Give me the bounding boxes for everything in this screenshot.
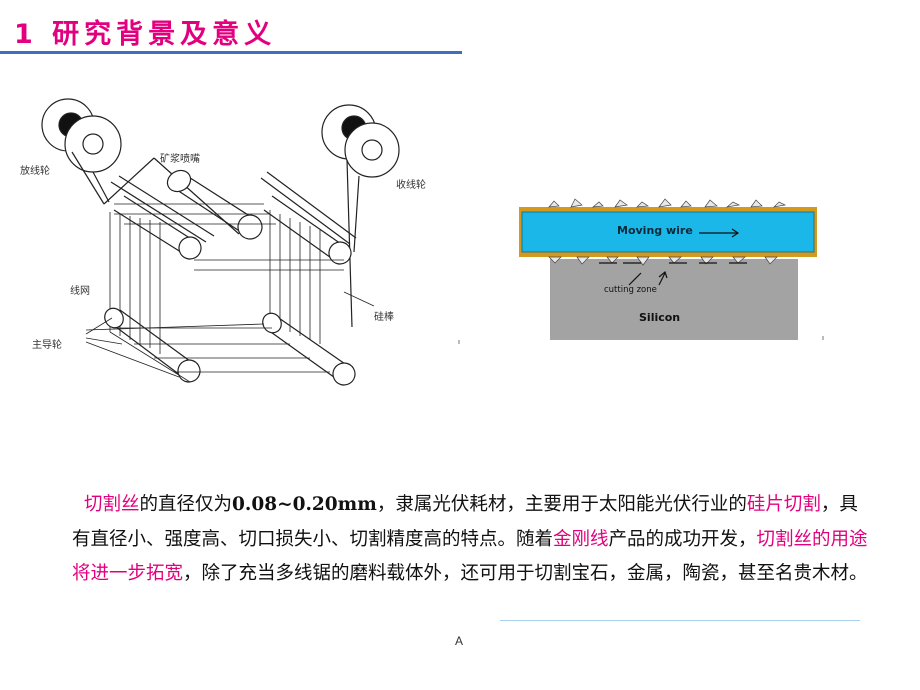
slide-title: 1 研究背景及意义 (14, 19, 277, 50)
term-usage-expansion: 切割丝的用途将进一步拓宽 (72, 528, 868, 585)
footer-mark: A (455, 634, 464, 648)
diamond-grit-top (548, 198, 787, 208)
footer-divider (500, 620, 860, 621)
diamond-grit-bottom (548, 256, 778, 266)
text-segment: ，具有直径小、强度高、切口损失小、切割精度高的特点。随着 (72, 494, 858, 550)
cutting-arrows (599, 228, 747, 286)
text-segment: ，除了充当多线锯的磨料载体外，还可用于切割宝石，金属，陶瓷，甚至名贵木材。 (183, 563, 868, 584)
term-diamond-wire: 金刚线 (553, 528, 609, 550)
saw-line-drawing (41, 98, 400, 386)
payoff-wheel-icon (41, 98, 122, 173)
label-slurry-nozzle: 矿浆喷嘴 (160, 154, 200, 165)
slide-tick-mark (458, 340, 460, 344)
text-segment: ，隶属光伏耗材，主要用于太阳能光伏行业的 (376, 494, 747, 515)
moving-wire-label: Moving wire (617, 224, 693, 237)
label-main-guide-wheel: 主导轮 (32, 340, 62, 351)
slurry-nozzle-icon (103, 157, 357, 245)
slide-tick-mark (822, 336, 824, 340)
term-wafer-cutting: 硅片切割 (746, 494, 821, 515)
silicon-label: Silicon (639, 311, 681, 324)
term-cutting-wire: 切割丝 (84, 494, 140, 515)
label-silicon-rod: 硅棒 (374, 312, 394, 323)
label-wire-web: 线网 (70, 286, 90, 297)
label-takeup-wheel: 收线轮 (396, 180, 426, 191)
text-segment: 产品的成功开发， (608, 528, 757, 550)
takeup-wheel-icon (321, 104, 400, 178)
diameter-value: 0.08~0.20mm (232, 494, 377, 515)
body-paragraph: 切割丝的直径仅为0.08~0.20mm，隶属光伏耗材，主要用于太阳能光伏行业的硅… (72, 488, 872, 592)
text-segment: 的直径仅为 (139, 494, 233, 515)
label-payoff-wheel: 放线轮 (20, 166, 50, 177)
wire-cross-section (519, 198, 817, 340)
cutting-zone-label: cutting zone (604, 285, 657, 295)
silicon-block (550, 259, 798, 340)
multi-wire-saw-diagram: 放线轮 矿浆喷嘴 收线轮 线网 硅棒 主导轮 (14, 92, 454, 412)
title-underline (0, 51, 462, 54)
lower-rollers-icon (104, 307, 356, 386)
upper-rollers-icon (113, 169, 352, 265)
cutting-wire-figure: Moving wire cutting zone Silicon (519, 193, 825, 345)
wire-core (521, 211, 815, 253)
